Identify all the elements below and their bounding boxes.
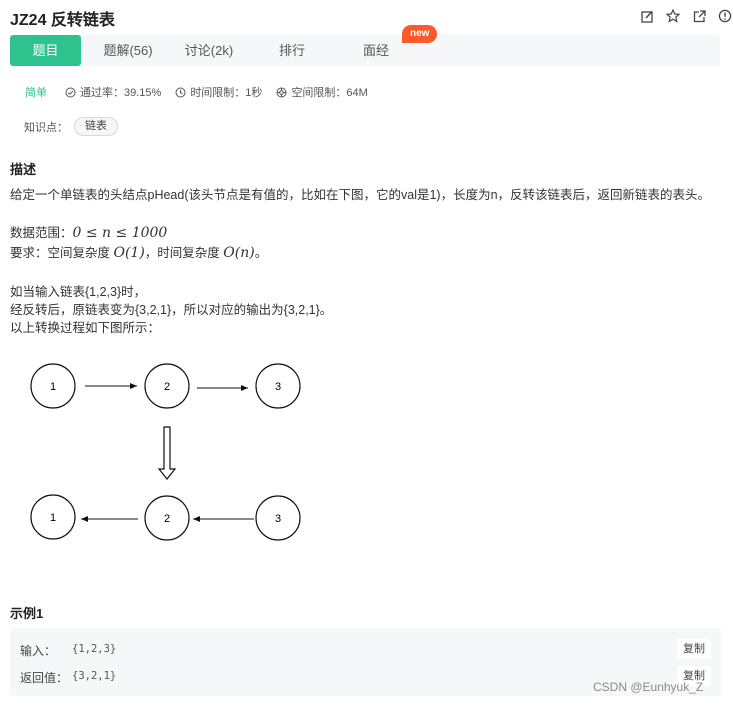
difficulty-label: 简单 — [25, 87, 47, 99]
space-complexity: O(1) — [113, 245, 145, 261]
bottom-node-1 — [30, 494, 76, 540]
reversal-diagram: 1 2 3 1 2 3 — [30, 363, 301, 541]
tab-ranking[interactable]: 排行 — [278, 43, 305, 58]
description-text: 给定一个单链表的头结点pHead(该头节点是有值的，比如在下图，它的val是1)… — [10, 188, 711, 202]
info-icon[interactable] — [717, 8, 733, 24]
example-text-c: 以上转换过程如下图所示： — [10, 321, 161, 335]
share-icon[interactable] — [691, 8, 707, 24]
problem-meta: 简单 通过率：39.15% 时间限制：1秒 空间限制：64M — [25, 84, 382, 100]
check-circle-icon — [65, 87, 76, 97]
tab-solutions[interactable]: 题解(56) — [103, 43, 153, 58]
description-heading: 描述 — [10, 162, 37, 177]
bottom-node-label: 3 — [275, 513, 281, 525]
copy-output-button[interactable]: 复制 — [677, 666, 711, 686]
toolbar — [639, 8, 733, 24]
top-node-2 — [144, 363, 190, 409]
top-node-1 — [30, 363, 76, 409]
tab-problem[interactable]: 题目 — [10, 35, 81, 66]
bottom-node-label: 2 — [164, 513, 170, 525]
bottom-node-label: 1 — [50, 512, 56, 524]
tab-interview[interactable]: 面经 — [362, 43, 389, 58]
star-icon[interactable] — [665, 8, 681, 24]
time-limit: 时间限制：1秒 — [175, 84, 262, 100]
data-range: 数据范围：0 ≤ n ≤ 1000 — [10, 225, 168, 241]
example-output: 返回值： {3,2,1} — [20, 670, 117, 685]
transform-arrow — [157, 426, 177, 480]
top-node-label: 2 — [164, 381, 170, 393]
requirement: 要求：空间复杂度 O(1)，时间复杂度 O(n)。 — [10, 245, 268, 261]
top-node-3 — [255, 363, 301, 409]
knowledge-tags: 知识点： 链表 — [24, 117, 118, 136]
tab-bar: 题目 题解(56) 讨论(2k) 排行 面经 — [10, 35, 720, 66]
top-node-label: 1 — [50, 381, 56, 393]
example-input-value: {1,2,3} — [72, 643, 117, 655]
copy-input-button[interactable]: 复制 — [677, 639, 711, 659]
tab-discussion[interactable]: 讨论(2k) — [184, 43, 234, 58]
example-heading: 示例1 — [10, 606, 44, 621]
example-input: 输入： {1,2,3} — [20, 643, 117, 658]
new-badge: new — [402, 25, 438, 43]
pass-rate: 通过率：39.15% — [65, 84, 161, 100]
tag-linked-list[interactable]: 链表 — [74, 117, 118, 136]
time-complexity: O(n) — [223, 245, 255, 261]
edit-icon[interactable] — [639, 8, 655, 24]
problem-title: JZ24 反转链表 — [10, 12, 115, 29]
example-text-b: 经反转后，原链表变为{3,2,1}，所以对应的输出为{3,2,1}。 — [10, 303, 333, 317]
bottom-node-2 — [144, 495, 190, 541]
clock-icon — [175, 87, 186, 97]
space-limit: 空间限制：64M — [276, 84, 368, 100]
bottom-node-3 — [255, 495, 301, 541]
watermark: CSDN @Eunhyuk_Z — [593, 680, 704, 694]
example-output-value: {3,2,1} — [72, 670, 117, 682]
tags-label: 知识点： — [24, 121, 68, 134]
example-text-a: 如当输入链表{1,2,3}时， — [10, 285, 147, 299]
range-formula: 0 ≤ n ≤ 1000 — [72, 225, 168, 241]
top-node-label: 3 — [275, 381, 281, 393]
memory-icon — [276, 87, 287, 97]
example-box: 输入： {1,2,3} 返回值： {3,2,1} 复制 复制 — [10, 628, 721, 696]
